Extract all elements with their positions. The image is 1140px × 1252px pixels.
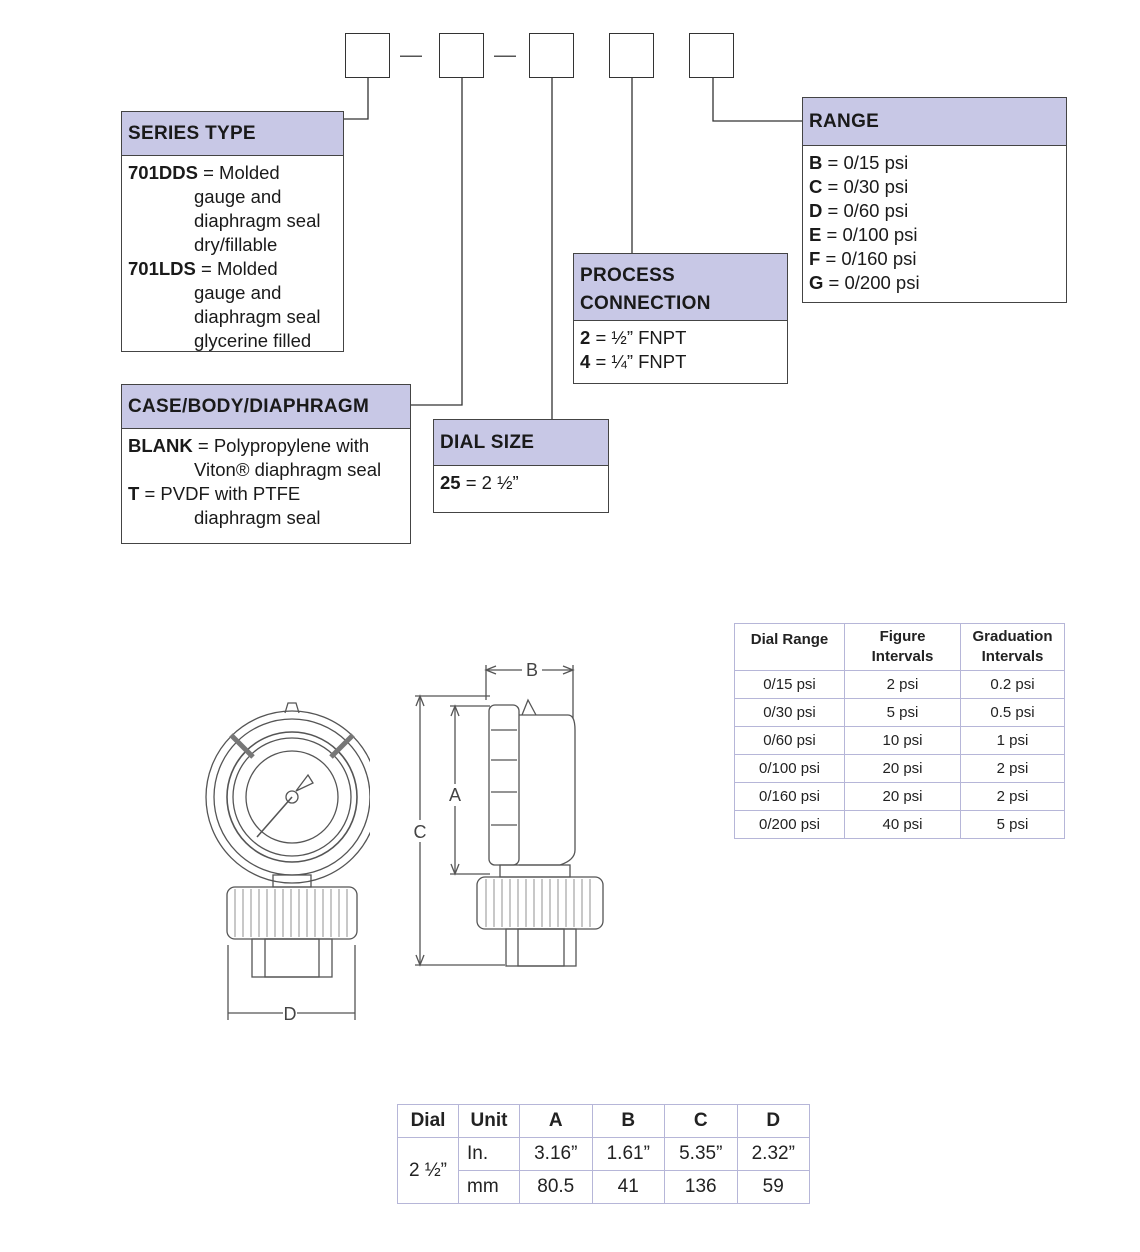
series-type-title: SERIES TYPE [122,112,343,156]
table-row: 2 ½” In. 3.16” 1.61” 5.35” 2.32” [397,1137,810,1204]
series-701dds: 701DDS = Molded [128,162,280,183]
code-separator: — [494,42,516,67]
range-title: RANGE [803,98,1066,146]
dimension-table: Dial Unit A B C D 2 ½” In. 3.16” 1.61” 5… [397,1104,810,1204]
range-item: D = 0/60 psi [809,200,909,221]
dial-size-25: 25 = 2 ½” [440,472,519,493]
gauge-side-view-drawing: B A C [414,660,604,967]
series-701lds: 701LDS = Molded [128,258,278,279]
range-item: C = 0/30 psi [809,176,909,197]
unit-cell: In. [458,1137,520,1171]
range-panel: RANGE B = 0/15 psi C = 0/30 psi D = 0/60… [802,97,1067,303]
header-c: C [664,1104,738,1138]
connection-4: 4 = ¼” FNPT [580,351,687,372]
code-box-case [439,33,484,78]
dimension-label-d: D [284,1004,297,1024]
code-box-range [689,33,734,78]
header-dial-range: Dial Range [734,623,845,671]
dial-cell: 2 ½” [397,1137,459,1204]
header-a: A [519,1104,593,1138]
range-item: E = 0/100 psi [809,224,918,245]
dimension-label-a: A [449,785,461,805]
series-type-panel: SERIES TYPE 701DDS = Molded gauge and di… [121,111,344,352]
label-d-bg [283,1003,297,1023]
dial-size-panel: DIAL SIZE 25 = 2 ½” [433,419,609,513]
gauge-front-view-drawing: D [205,702,370,1024]
process-connection-panel: PROCESS CONNECTION 2 = ½” FNPT 4 = ¼” FN… [573,253,788,384]
case-body-panel: CASE/BODY/DIAPHRAGM BLANK = Polypropylen… [121,384,411,544]
header-dial: Dial [397,1104,459,1138]
header-b: B [591,1104,665,1138]
case-blank: BLANK = Polypropylene with [128,435,370,456]
header-d: D [736,1104,810,1138]
range-item: B = 0/15 psi [809,152,909,173]
header-unit: Unit [458,1104,520,1138]
range-item: F = 0/160 psi [809,248,917,269]
connection-2: 2 = ½” FNPT [580,327,687,348]
range-item: G = 0/200 psi [809,272,920,293]
code-box-connection [609,33,654,78]
process-connection-title: PROCESS CONNECTION [574,254,787,321]
table-row: mm 80.5 41 136 59 [398,1170,810,1204]
dimension-label-c: C [414,822,427,842]
code: 701LDS [128,258,196,279]
case-body-title: CASE/BODY/DIAPHRAGM [122,385,410,429]
code-box-series [345,33,390,78]
dial-size-title: DIAL SIZE [434,420,608,466]
unit-cell: mm [458,1170,520,1204]
code-box-dial [529,33,574,78]
code-separator: — [400,42,422,67]
case-t: T = PVDF with PTFE [128,483,301,504]
dimension-label-b: B [526,660,538,680]
code: 701DDS [128,162,198,183]
